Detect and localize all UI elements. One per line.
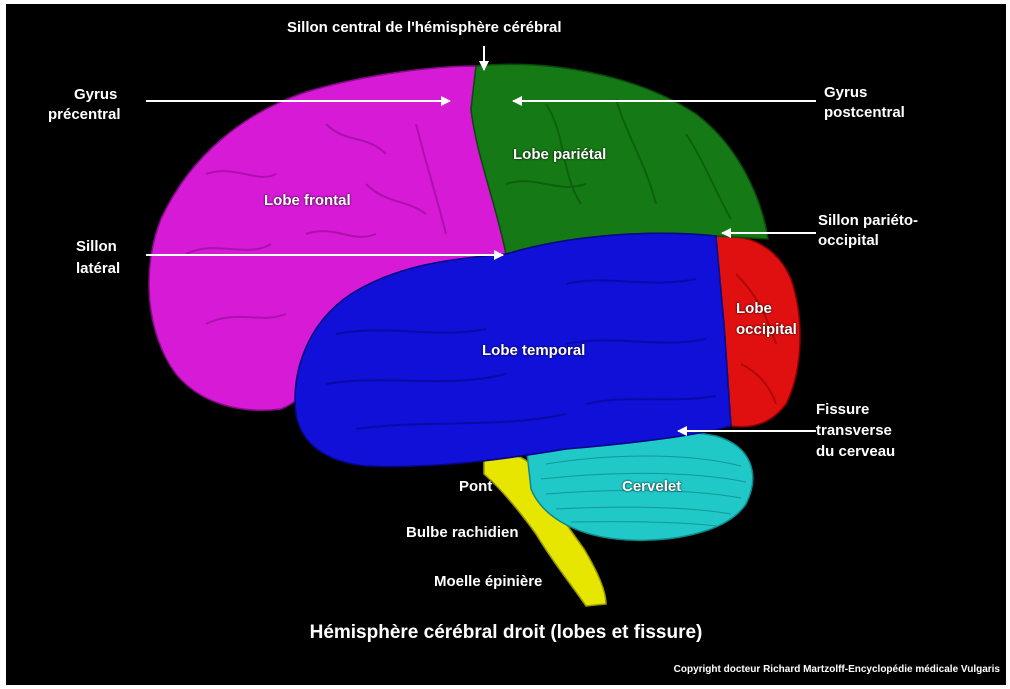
label-sillon-central: Sillon central de l'hémisphère cérébral bbox=[287, 17, 562, 39]
label-sillon-parieto-line2: occipital bbox=[818, 230, 879, 252]
figure-caption: Hémisphère cérébral droit (lobes et fiss… bbox=[6, 622, 1006, 644]
label-lobe-parietal: Lobe pariétal bbox=[513, 144, 606, 166]
label-cervelet: Cervelet bbox=[622, 476, 681, 498]
label-sillon-lateral-line1: Sillon bbox=[76, 236, 117, 258]
label-lobe-occipital-line2: occipital bbox=[736, 319, 797, 341]
label-bulbe: Bulbe rachidien bbox=[406, 522, 519, 544]
label-lobe-frontal: Lobe frontal bbox=[264, 190, 351, 212]
label-lobe-temporal: Lobe temporal bbox=[482, 340, 585, 362]
label-fissure-line2: transverse bbox=[816, 420, 892, 442]
label-lobe-occipital-line1: Lobe bbox=[736, 298, 772, 320]
copyright-notice: Copyright docteur Richard Martzolff-Ency… bbox=[674, 664, 1000, 675]
label-gyrus-precentral-line2: précentral bbox=[48, 104, 121, 126]
label-fissure-line1: Fissure bbox=[816, 399, 869, 421]
label-sillon-lateral-line2: latéral bbox=[76, 258, 120, 280]
label-gyrus-precentral-line1: Gyrus bbox=[74, 84, 117, 106]
label-gyrus-postcentral-line2: postcentral bbox=[824, 102, 905, 124]
label-sillon-parieto-line1: Sillon pariéto- bbox=[818, 210, 918, 232]
label-fissure-line3: du cerveau bbox=[816, 441, 895, 463]
label-moelle: Moelle épinière bbox=[434, 571, 542, 593]
brain-diagram: Sillon central de l'hémisphère cérébral … bbox=[6, 4, 1006, 685]
label-gyrus-postcentral-line1: Gyrus bbox=[824, 82, 867, 104]
label-pont: Pont bbox=[459, 476, 492, 498]
